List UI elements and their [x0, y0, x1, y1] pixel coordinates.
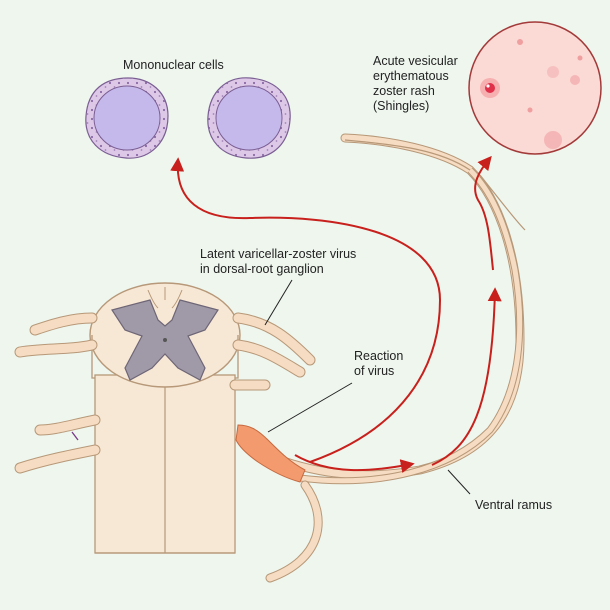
label-reaction-of-virus: Reaction of virus — [354, 349, 404, 378]
leader-lines — [264, 279, 471, 495]
shingles-rash-circle — [468, 21, 602, 155]
gray-matter — [111, 299, 219, 381]
right-nerve-roots — [229, 312, 316, 391]
arrow-to-mononuclear-cells — [170, 157, 442, 463]
arrow-to-rash — [474, 155, 494, 271]
ventral-ramus-nerve — [250, 133, 526, 583]
left-nerve-roots — [14, 312, 101, 474]
label-latent-virus: Latent varicellar-zoster virus in dorsal… — [200, 247, 357, 276]
label-mononuclear-cells: Mononuclear cells — [123, 58, 224, 72]
arrow-to-skin — [431, 287, 502, 466]
mononuclear-cell-right — [207, 77, 291, 159]
label-ventral-ramus: Ventral ramus — [475, 498, 553, 512]
mononuclear-cell-left — [85, 77, 169, 159]
virus-path — [170, 155, 502, 473]
arrow-along-ramus — [294, 454, 415, 473]
spinal-cord — [89, 282, 241, 554]
active-ganglion — [235, 424, 306, 483]
label-shingles-rash: Acute vesicular erythematous zoster rash… — [373, 54, 458, 113]
